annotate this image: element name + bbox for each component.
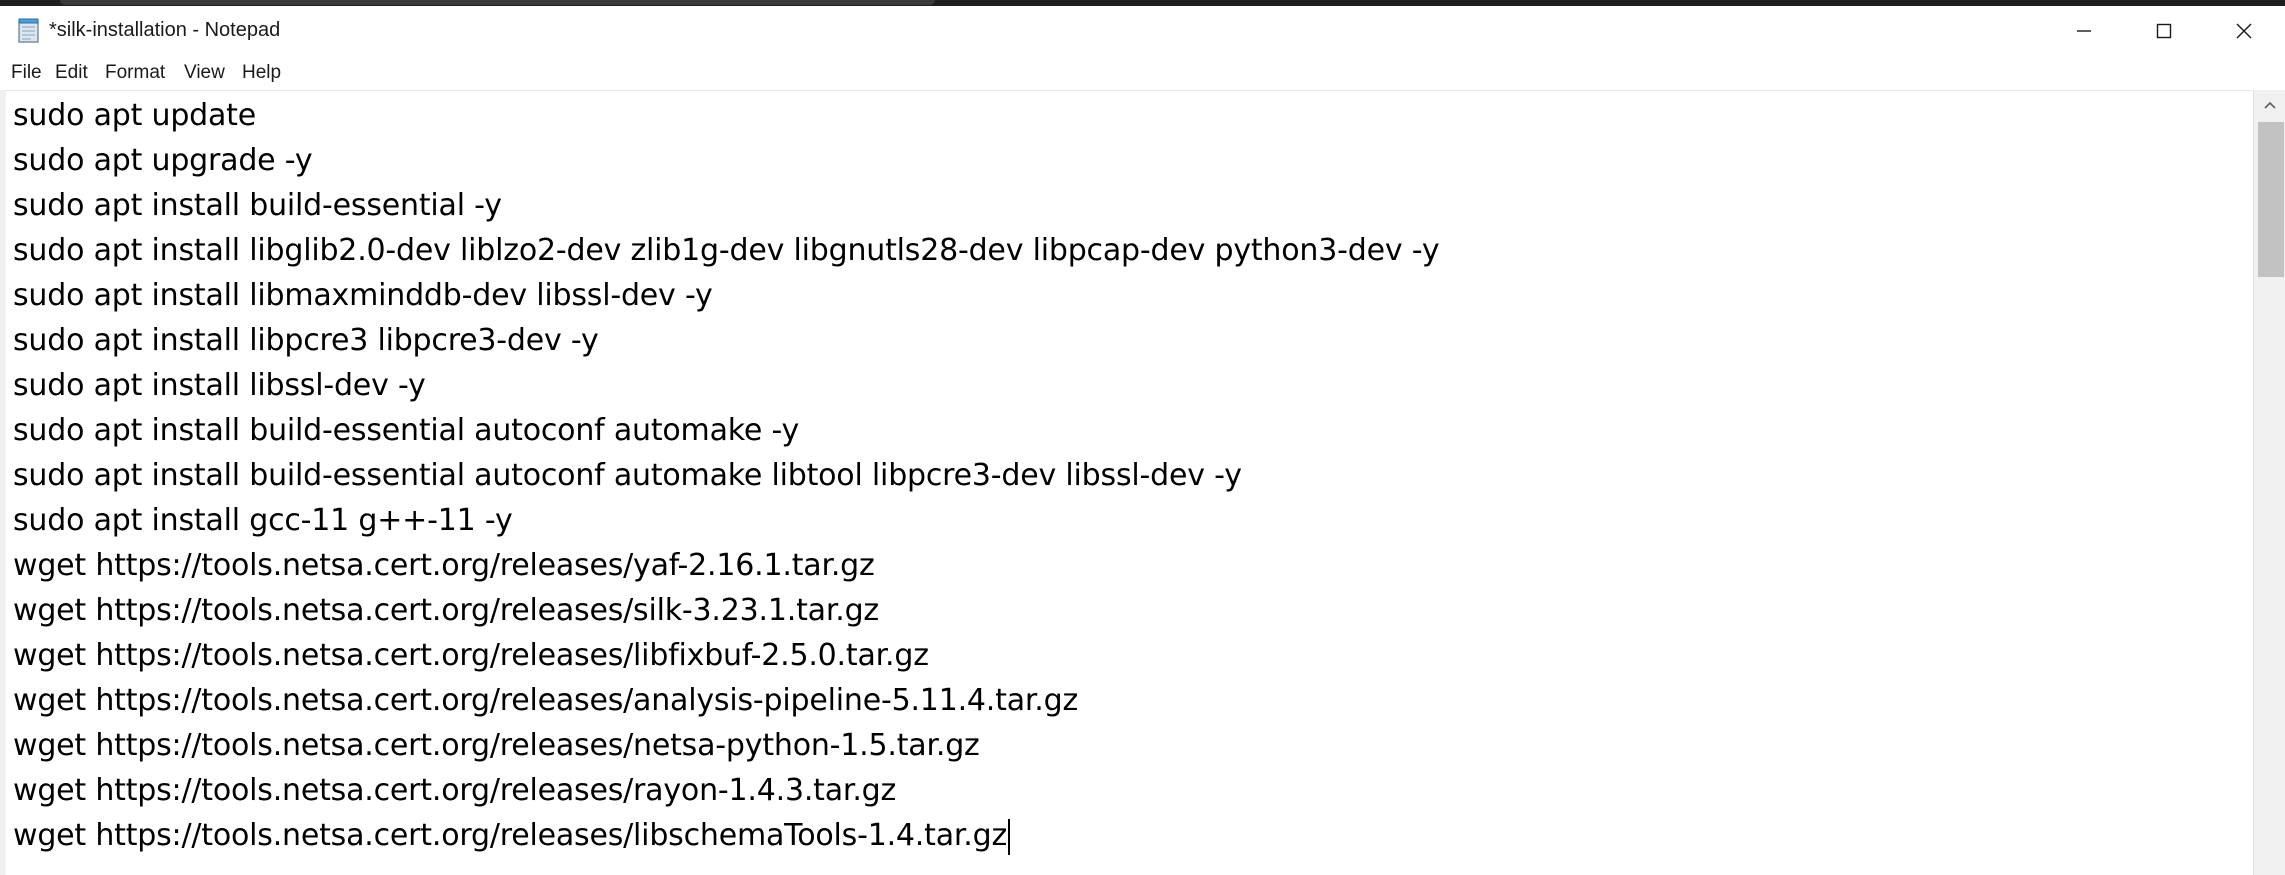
text-line: wget https://tools.netsa.cert.org/releas… (13, 638, 929, 673)
minimize-icon (2075, 22, 2093, 40)
menu-help[interactable]: Help (242, 62, 282, 83)
menu-view[interactable]: View (184, 62, 225, 83)
last-line-text: wget https://tools.netsa.cert.org/releas… (13, 818, 1007, 853)
text-line: sudo apt install build-essential autocon… (13, 458, 1242, 493)
text-line: wget https://tools.netsa.cert.org/releas… (13, 593, 879, 628)
minimize-button[interactable] (2041, 6, 2127, 56)
text-line: sudo apt update (13, 98, 257, 133)
menu-format[interactable]: Format (105, 62, 166, 83)
text-line: sudo apt install libmaxminddb-dev libssl… (13, 278, 713, 313)
text-editor[interactable]: sudo apt update sudo apt upgrade -y sudo… (6, 90, 2252, 875)
text-line: sudo apt install libpcre3 libpcre3-dev -… (13, 323, 599, 358)
text-line: wget https://tools.netsa.cert.org/releas… (13, 728, 980, 763)
text-line: sudo apt install build-essential -y (13, 188, 502, 223)
text-lines: sudo apt update sudo apt upgrade -y sudo… (13, 93, 1440, 858)
maximize-button[interactable] (2121, 6, 2207, 56)
notepad-icon (17, 17, 41, 43)
top-strip (0, 0, 2285, 6)
window-title: *silk-installation - Notepad (49, 19, 281, 41)
text-line: sudo apt install libglib2.0-dev liblzo2-… (13, 233, 1440, 268)
menu-bar: File Edit Format View Help (0, 58, 2285, 88)
menu-edit[interactable]: Edit (55, 62, 88, 83)
background-window-edge (60, 0, 935, 5)
text-line: sudo apt install libssl-dev -y (13, 368, 426, 403)
scroll-up-button[interactable] (2254, 94, 2285, 118)
text-line: wget https://tools.netsa.cert.org/releas… (13, 683, 1078, 718)
text-caret (1008, 818, 1010, 855)
vertical-scrollbar[interactable] (2253, 90, 2285, 875)
title-bar[interactable]: *silk-installation - Notepad (0, 6, 2285, 58)
maximize-icon (2155, 22, 2173, 40)
chevron-up-icon (2263, 97, 2277, 115)
close-icon (2235, 22, 2253, 40)
text-line: wget https://tools.netsa.cert.org/releas… (13, 548, 875, 583)
text-line: sudo apt upgrade -y (13, 143, 313, 178)
close-button[interactable] (2201, 6, 2285, 56)
text-line: wget https://tools.netsa.cert.org/releas… (13, 773, 897, 808)
text-line-last: wget https://tools.netsa.cert.org/releas… (13, 813, 1439, 858)
text-line: sudo apt install build-essential autocon… (13, 413, 800, 448)
menu-file[interactable]: File (11, 62, 42, 83)
text-line: sudo apt install gcc-11 g++-11 -y (13, 503, 513, 538)
scrollbar-thumb[interactable] (2258, 122, 2284, 277)
